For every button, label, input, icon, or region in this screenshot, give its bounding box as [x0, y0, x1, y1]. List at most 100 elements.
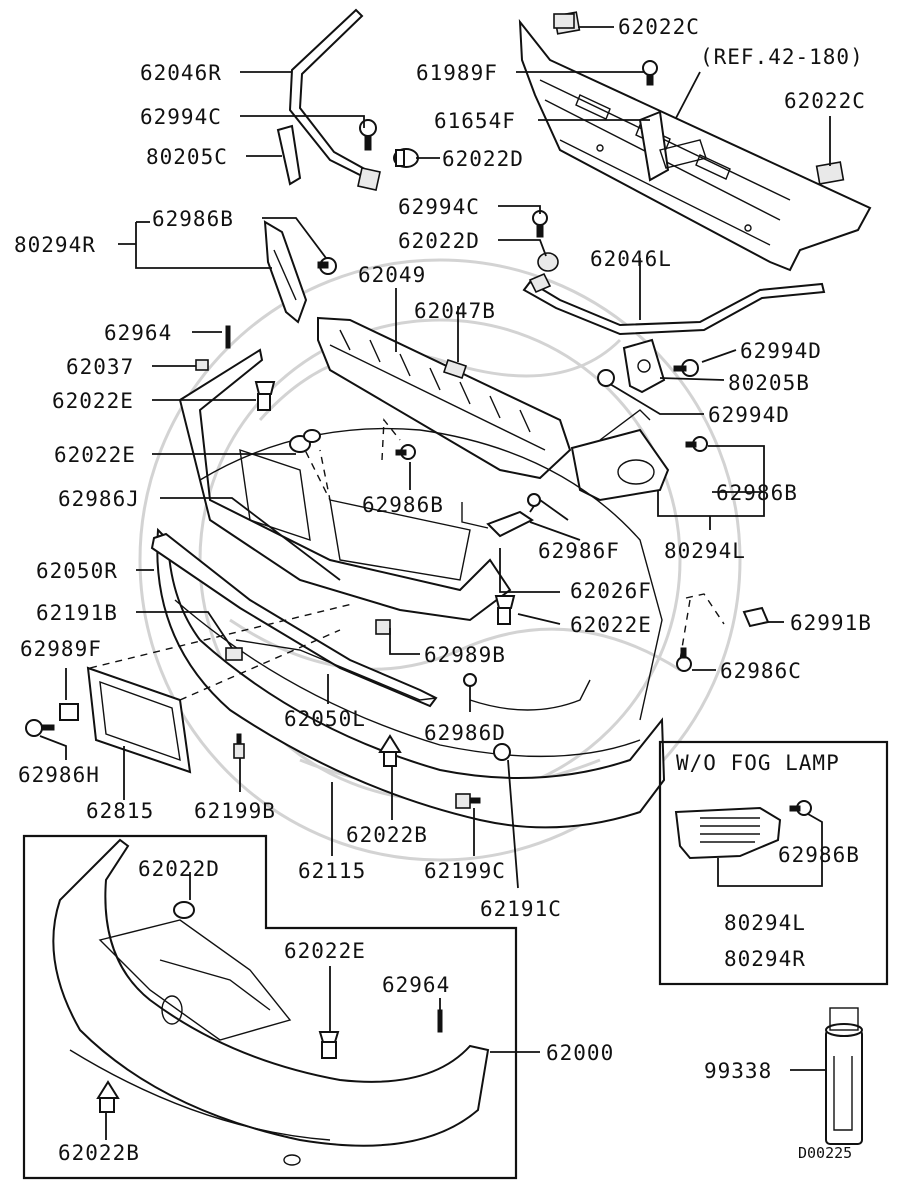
- label-62022E-b: 62022E: [54, 443, 136, 467]
- clip-62022E-b: [289, 429, 321, 453]
- label-62986B-b: 62986B: [362, 493, 444, 517]
- label-62046R: 62046R: [140, 61, 222, 85]
- label-62986H: 62986H: [18, 763, 100, 787]
- clip-62022E-a: [254, 381, 276, 411]
- screw-62199C: [455, 793, 481, 809]
- part-62026F-plate: [461, 502, 534, 538]
- nut-62989F: [59, 703, 79, 721]
- screw-62994D-b: [597, 369, 615, 387]
- label-62022D-c: 62022D: [138, 857, 220, 881]
- screw-62986C: [676, 647, 692, 672]
- label-62994C-b: 62994C: [398, 195, 480, 219]
- part-62050L-strip: [235, 639, 437, 701]
- part-99338-adhesive-tube: [790, 1007, 863, 1145]
- screw-62986B-b: [395, 444, 416, 460]
- label-62986B-d: 62986B: [778, 843, 860, 867]
- label-62986D: 62986D: [424, 721, 506, 745]
- part-62046R-bracket-rod: [288, 8, 381, 191]
- label-62022E-a: 62022E: [52, 389, 134, 413]
- nut-62989B: [375, 619, 391, 635]
- label-62994D-b: 62994D: [708, 403, 790, 427]
- clip-62022C-top: [553, 13, 575, 29]
- label-99338: 99338: [704, 1059, 772, 1083]
- part-80205B-bracket: [622, 338, 666, 394]
- label-80294R-b: 80294R: [724, 947, 806, 971]
- part-62815-license-plate-bracket: [86, 666, 192, 774]
- label-62986F: 62986F: [538, 539, 620, 563]
- label-62046L: 62046L: [590, 247, 672, 271]
- inset-complete-bumper-62000: [22, 834, 540, 1180]
- label-62986B-a: 62986B: [152, 207, 234, 231]
- bumper-absorber-and-reinforcement: [178, 348, 512, 622]
- label-62050R: 62050R: [36, 559, 118, 583]
- part-62046L-bracket-rod: [522, 272, 826, 336]
- pin-62964-a: [225, 325, 231, 349]
- label-62989F: 62989F: [20, 637, 102, 661]
- label-62986C: 62986C: [720, 659, 802, 683]
- inset-without-fog-lamp: [658, 740, 889, 986]
- part-80294R-bracket: [263, 220, 308, 324]
- label-62049: 62049: [358, 263, 426, 287]
- label-62022E-c: 62022E: [570, 613, 652, 637]
- label-62037: 62037: [66, 355, 134, 379]
- label-62964-a: 62964: [104, 321, 172, 345]
- clip-62022E-c: [494, 595, 516, 625]
- screw-62994D: [673, 359, 699, 377]
- pad-62037: [195, 359, 209, 371]
- label-ref-42-180: (REF.42-180): [700, 45, 864, 69]
- clip-62022B-a: [378, 734, 402, 767]
- label-62022C-top: 62022C: [618, 15, 700, 39]
- leader-lines: [39, 26, 831, 889]
- label-62989B: 62989B: [424, 643, 506, 667]
- clip-62022D-b: [537, 252, 559, 272]
- label-61654F: 61654F: [434, 109, 516, 133]
- label-62022C-right: 62022C: [784, 89, 866, 113]
- label-62022B-a: 62022B: [346, 823, 428, 847]
- label-80205C: 80205C: [146, 145, 228, 169]
- part-labels: 62022C 62046R 61989F (REF.42-180) 62994C…: [14, 15, 872, 1165]
- label-61989F: 61989F: [416, 61, 498, 85]
- assembly-dash-lines: [89, 418, 725, 701]
- label-62022D-b: 62022D: [398, 229, 480, 253]
- bolt-61989F: [642, 60, 658, 86]
- label-62815: 62815: [86, 799, 154, 823]
- label-80294L-a: 80294L: [664, 539, 746, 563]
- label-62964-b: 62964: [382, 973, 450, 997]
- nut-62991B: [742, 606, 770, 628]
- label-62000: 62000: [546, 1041, 614, 1065]
- clip-62191C: [493, 743, 511, 761]
- screw-62986B-c: [685, 436, 708, 452]
- label-62022B-b: 62022B: [58, 1141, 140, 1165]
- label-62191C: 62191C: [480, 897, 562, 921]
- clip-62022D-a: [393, 148, 419, 168]
- clip-62191B: [225, 647, 243, 661]
- label-62191B: 62191B: [36, 601, 118, 625]
- label-80294L-b: 80294L: [724, 911, 806, 935]
- part-62115-bumper-cover: [156, 427, 666, 829]
- label-62994C-a: 62994C: [140, 105, 222, 129]
- screw-62986B-a: [317, 257, 337, 275]
- fastener-clips: [25, 13, 770, 809]
- screw-62994C-a: [359, 119, 377, 151]
- label-62115: 62115: [298, 859, 366, 883]
- label-62991B: 62991B: [790, 611, 872, 635]
- part-80294L-fog-bracket: [570, 409, 670, 502]
- label-62022E-d: 62022E: [284, 939, 366, 963]
- screw-62199B: [233, 733, 245, 759]
- label-62022D-a: 62022D: [442, 147, 524, 171]
- label-62050L: 62050L: [284, 707, 366, 731]
- label-62026F: 62026F: [570, 579, 652, 603]
- label-62986B-c: 62986B: [716, 481, 798, 505]
- label-wo-fog-lamp: W/O FOG LAMP: [676, 751, 840, 775]
- label-62986J: 62986J: [58, 487, 140, 511]
- label-62994D-a: 62994D: [740, 339, 822, 363]
- part-80205C-bracket: [276, 124, 302, 186]
- label-62047B: 62047B: [414, 299, 496, 323]
- screw-62994C-b: [532, 210, 548, 238]
- diagram-reference-code: D00225: [798, 1144, 852, 1162]
- screw-62986H: [25, 719, 55, 737]
- screw-62986F: [527, 493, 541, 507]
- part-62049-grille-frame: [317, 316, 572, 480]
- label-62199C: 62199C: [424, 859, 506, 883]
